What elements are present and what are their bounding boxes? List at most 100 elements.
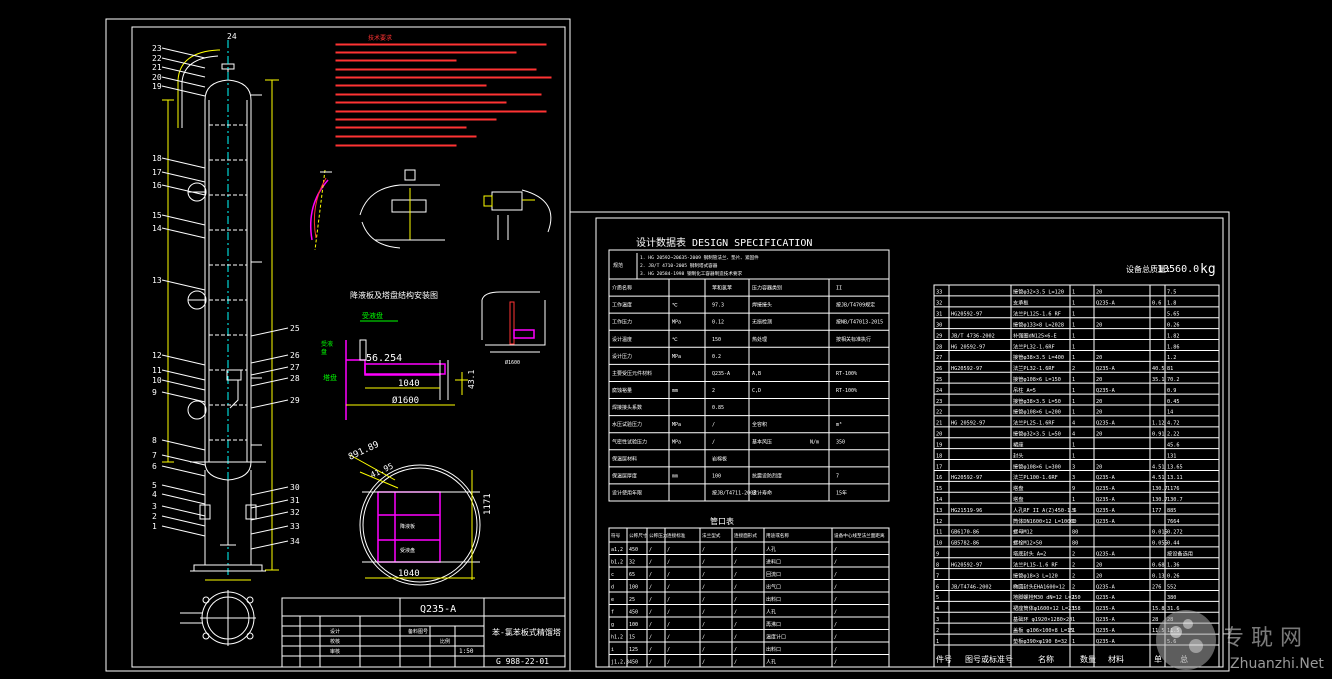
spec-key2-12: 设计寿命 [752, 490, 772, 497]
part-cell-2-6: 5.65 [1167, 312, 1180, 318]
spec-value-11: 100 [712, 473, 721, 479]
nozzle-table-title: 管口表 [710, 516, 734, 526]
part-cell-17-5: 4.51 [1152, 475, 1165, 481]
spec-value-10: 岩棉板 [712, 455, 727, 462]
nozzle-cell-3-4: / [702, 585, 705, 591]
spec-value2-2: 按NB/T47013-2015 [836, 319, 883, 326]
nozzle-cell-5-2: / [649, 610, 652, 616]
nozzle-cell-4-4: / [702, 597, 705, 603]
spec-value-12: 按JB/T4711-2003 [712, 490, 756, 497]
part-cell-1-0: 32 [936, 301, 942, 307]
part-cell-30-5: 28 [1152, 617, 1158, 623]
nozzle-cell-2-5: / [734, 572, 737, 578]
spec-value-0: 苯和氯苯 [712, 285, 732, 292]
nozzle-cell-9-4: / [702, 660, 705, 666]
callout-33: 33 [290, 522, 300, 531]
spec-key-12: 设计使用年限 [612, 490, 642, 497]
part-cell-19-2: 塔盘 [1013, 495, 1023, 503]
part-cell-9-2: 吊柱 A=5 [1013, 386, 1036, 394]
spec-value-6: 2 [712, 388, 715, 394]
nozzle-header-4: 法兰型式 [702, 532, 721, 539]
part-cell-9-6: 0.9 [1167, 388, 1176, 394]
part-cell-20-4: Q235-A [1096, 508, 1116, 514]
spec-value-1: 97.3 [712, 303, 724, 309]
nozzle-cell-5-1: 450 [629, 610, 638, 616]
nozzle-cell-1-1: 32 [629, 560, 635, 566]
part-cell-27-5: 276 [1152, 584, 1161, 590]
nozzle-cell-2-0: c [611, 572, 614, 578]
part-cell-25-4: 20 [1096, 562, 1102, 568]
svg-text:43.1: 43.1 [467, 370, 476, 389]
nozzle-cell-1-2: / [649, 560, 652, 566]
nozzle-cell-8-4: / [702, 647, 705, 653]
watermark-globe-icon [1156, 610, 1216, 670]
part-cell-25-2: 法兰PL15-1.6 RF [1013, 560, 1058, 568]
part-cell-7-0: 26 [936, 366, 942, 372]
part-cell-6-4: 20 [1096, 355, 1102, 361]
nozzle-cell-4-2: / [649, 597, 652, 603]
callout-22: 22 [152, 54, 162, 63]
nozzle-cell-7-7: / [834, 635, 837, 641]
part-cell-20-5: 177 [1152, 508, 1161, 514]
part-cell-19-4: Q235-A [1096, 497, 1116, 503]
nozzle-cell-9-5: / [734, 660, 737, 666]
total-mass-label: 设备总质量: [1126, 264, 1171, 274]
svg-text:受液盘: 受液盘 [400, 547, 415, 554]
nozzle-cell-4-0: e [611, 597, 614, 603]
nozzle-cell-0-0: a1,2 [611, 547, 623, 553]
right-sheet-border-outer [569, 211, 1230, 672]
svg-text:受液: 受液 [321, 340, 333, 348]
spec-key-7: 焊接接头系数 [612, 404, 642, 411]
nozzle-cell-7-6: 温度计口 [766, 634, 786, 641]
nozzle-cell-5-0: f [611, 610, 614, 616]
part-cell-24-3: 2 [1072, 552, 1075, 558]
part-cell-7-5: 40.5 [1152, 366, 1165, 372]
title-drawing-name: 苯-氯苯板式精馏塔 [492, 627, 561, 637]
part-cell-0-4: 20 [1096, 290, 1102, 296]
part-cell-8-3: 1 [1072, 377, 1075, 383]
nozzle-header-5: 连接面形式 [734, 532, 757, 539]
nozzle-cell-4-5: / [734, 597, 737, 603]
part-cell-22-1: GB6170-86 [951, 530, 979, 536]
callout-2: 2 [152, 512, 157, 521]
part-cell-31-2: 盖板 φ106×100×8 L=15 [1013, 626, 1073, 634]
part-cell-14-2: 裙座 [1013, 440, 1023, 448]
spec-key2-8: 全容积 [752, 421, 767, 428]
part-cell-15-3: 1 [1072, 453, 1075, 459]
callout-27: 27 [290, 363, 300, 372]
spec-key2-0: 压力容器类别 [752, 285, 782, 292]
part-cell-29-4: Q235-A [1096, 606, 1116, 612]
nozzle-cell-2-3: / [667, 572, 670, 578]
spec-value-9: / [712, 439, 715, 445]
nozzle-cell-1-3: / [667, 560, 670, 566]
callout-5: 5 [152, 481, 157, 490]
spec-unit-9: MPa [672, 439, 681, 445]
part-cell-15-6: 131 [1167, 453, 1176, 459]
part-cell-3-0: 30 [936, 322, 942, 328]
part-cell-17-4: Q235-A [1096, 475, 1116, 481]
callout-11: 11 [152, 366, 162, 375]
part-cell-20-6: 885 [1167, 508, 1176, 514]
part-cell-9-3: 1 [1072, 388, 1075, 394]
callout-7: 7 [152, 451, 157, 460]
spec-unit2-9: N/m [810, 439, 819, 445]
part-cell-8-5: 35.1 [1152, 377, 1165, 383]
nozzle-cell-0-4: / [702, 547, 705, 553]
part-cell-13-2: 接管φ32×3.5 L=50 [1013, 430, 1061, 438]
spec-key-3: 设计温度 [612, 336, 632, 343]
part-cell-29-5: 15.8 [1152, 606, 1165, 612]
dim-1040-bottom: 1040 [398, 569, 420, 579]
nozzle-cell-4-3: / [667, 597, 670, 603]
part-cell-20-3: 5 [1072, 508, 1075, 514]
spec-value2-3: 按相关标准执行 [836, 336, 871, 343]
detail-title: 降液板及塔盘结构安装图 [350, 290, 438, 300]
nozzle-cell-7-3: / [667, 635, 670, 641]
part-cell-21-6: 7664 [1167, 519, 1180, 525]
nozzle-cell-9-2: / [649, 660, 652, 666]
callouts: 2322212019181716151413121110987654321242… [152, 32, 300, 550]
part-cell-27-3: 2 [1072, 584, 1075, 590]
part-cell-26-3: 2 [1072, 573, 1075, 579]
callout-4: 4 [152, 490, 157, 499]
part-cell-22-6: 0.272 [1167, 530, 1183, 536]
